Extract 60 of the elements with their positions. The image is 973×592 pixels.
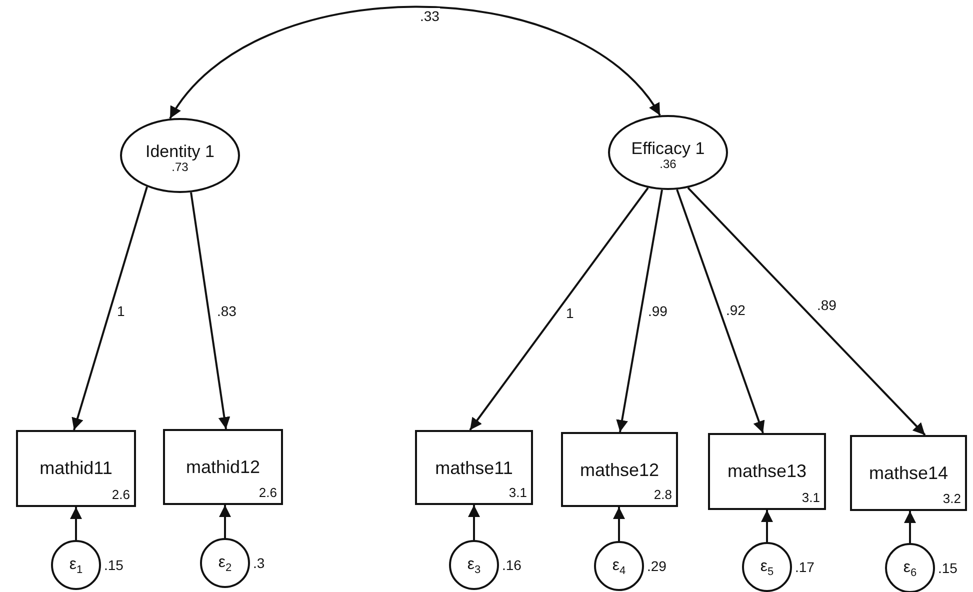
edge-label: .89 [816,297,838,313]
intercept-value: 2.6 [258,486,277,500]
variance-value: .15 [104,557,124,573]
arrow [468,505,480,540]
intercept-value: 2.8 [654,488,672,502]
arrow [761,510,773,542]
error-term-circle [885,543,935,592]
variable-name: Efficacy 1 [631,138,705,158]
variable-name: mathse12 [578,460,660,480]
observed-variable-box [850,435,967,511]
arrow [70,507,82,540]
arrow [72,186,148,430]
error-term-label: ε$_{6}$ [903,559,917,577]
edge-label: .33 [419,8,440,24]
variance-value: .73 [172,160,188,174]
edge-label: .99 [647,303,668,319]
error-term-circle [51,540,101,590]
double-headed-arrow [169,6,661,120]
variable-name: mathse11 [434,458,514,478]
variance-value: .15 [938,560,958,576]
arrow [613,507,625,541]
arrow [904,511,916,543]
variable-name: Identity 1 [146,142,214,160]
variance-value: .29 [647,558,666,574]
variable-name: mathse13 [726,461,808,481]
error-term-label: ε$_{5}$ [760,558,774,576]
edge-label: .83 [216,303,238,319]
intercept-value: 2.6 [112,488,130,502]
error-term-circle [594,541,644,591]
error-term-label: ε$_{1}$ [69,556,83,574]
arrow [219,505,231,538]
arrow [616,190,663,432]
edge-label: 1 [565,305,575,321]
intercept-value: 3.1 [508,486,527,500]
variance-value: .3 [253,555,265,571]
intercept-value: 3.2 [942,492,961,506]
edge-label: .92 [725,302,746,318]
variable-name: mathid11 [38,458,114,478]
arrow [687,187,926,436]
observed-variable-box [16,430,136,507]
error-term-circle [742,542,792,592]
edge-label: 1 [116,303,126,319]
variance-value: .17 [795,559,814,575]
variance-value: .16 [502,557,522,573]
arrow [190,192,230,430]
arrow [469,187,649,431]
variable-name: mathid12 [184,457,262,477]
intercept-value: 3.1 [802,491,820,505]
observed-variable-box [415,430,533,505]
error-term-label: ε$_{2}$ [218,554,232,572]
variance-value: .36 [660,158,676,170]
error-term-circle [200,538,250,588]
observed-variable-box [708,433,826,510]
error-term-label: ε$_{4}$ [612,557,626,575]
observed-variable-box [561,432,678,507]
error-term-label: ε$_{3}$ [467,556,481,574]
arrow [676,189,765,434]
variable-name: mathse14 [868,463,950,483]
observed-variable-box [163,429,283,505]
error-term-circle [449,540,499,590]
